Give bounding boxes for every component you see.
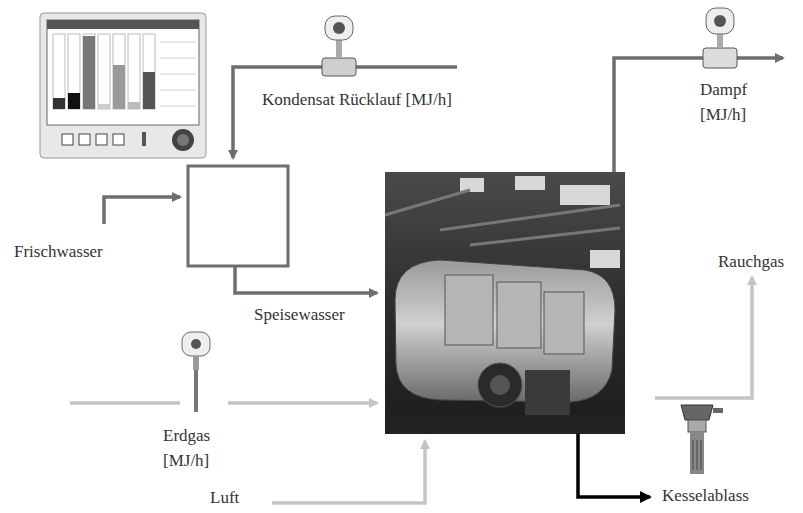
stream-label: Erdgas [MJ/h]: [163, 424, 210, 473]
stream-label: Dampf [MJ/h]: [700, 78, 747, 127]
stream-label: Kondensat Rücklauf [MJ/h]: [262, 88, 452, 113]
condensate-flowmeter: [322, 16, 356, 76]
stream-label: Frischwasser: [14, 240, 103, 265]
boiler-photo: [385, 172, 625, 434]
stream-label: Kesselablass: [662, 484, 749, 509]
mixing-tank: [188, 166, 288, 266]
stream-label: Speisewasser: [254, 303, 345, 328]
blowdown-pipe: [578, 432, 650, 497]
conductivity-sensor: [681, 405, 723, 474]
stream-label: Luft: [210, 486, 239, 511]
stream-label: Rauchgas: [718, 250, 784, 275]
recorder-device: [40, 13, 206, 158]
steam-flowmeter: [703, 8, 737, 68]
gas-flow-sensor: [182, 332, 210, 412]
